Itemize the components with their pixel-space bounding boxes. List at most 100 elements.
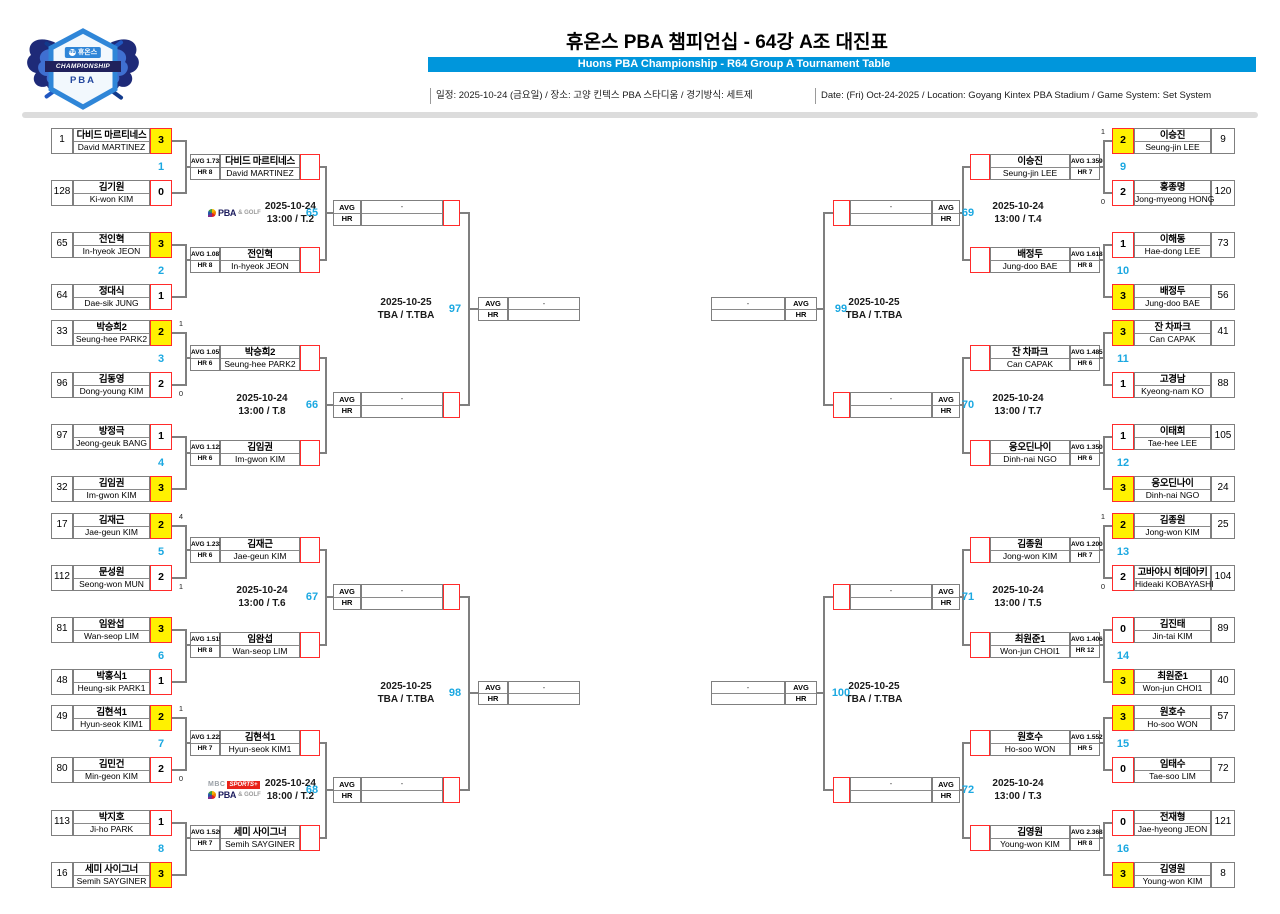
bracket-line bbox=[172, 717, 187, 719]
bracket-line bbox=[172, 769, 187, 771]
r1-seed: 48 bbox=[51, 669, 73, 695]
bracket-line bbox=[962, 167, 964, 260]
match-date: 2025-10-25 bbox=[848, 681, 900, 692]
r32-player-name-kr: 응오딘나이 bbox=[1008, 442, 1052, 453]
hr-label: HR bbox=[933, 213, 959, 225]
r32-player-name-kr: 원호수 bbox=[1017, 732, 1043, 743]
r1-player-name-kr: 김진태 bbox=[1159, 619, 1186, 630]
r1-player-name-en: Ho-soo WON bbox=[1135, 718, 1210, 730]
avg-value: - bbox=[889, 586, 893, 595]
r1-player-name-kr: 문성원 bbox=[98, 567, 125, 578]
r1-score: 0 bbox=[1112, 617, 1134, 643]
hr-label: HR bbox=[786, 309, 816, 320]
r1-player-name-kr: 고경남 bbox=[1159, 374, 1186, 385]
bracket-line bbox=[960, 212, 962, 214]
r32-avg: AVG 1.515 bbox=[191, 636, 223, 643]
match-time-table: 13:00 / T.4 bbox=[994, 214, 1042, 225]
hr-label: HR bbox=[933, 405, 959, 417]
match-number: 99 bbox=[834, 303, 848, 315]
match-number: 10 bbox=[1116, 265, 1130, 277]
hu-badge-icon: hu bbox=[68, 49, 76, 56]
bracket-line bbox=[1103, 192, 1112, 194]
r32-hr: HR 8 bbox=[191, 260, 219, 272]
match-number: 13 bbox=[1116, 546, 1130, 558]
bracket-line bbox=[327, 212, 333, 214]
hr-value bbox=[712, 309, 784, 320]
bracket-line bbox=[172, 629, 187, 631]
logo-brand-chip: hu 휴온스 bbox=[64, 47, 102, 58]
r32-player-name-kr: 박승희2 bbox=[244, 347, 276, 358]
bracket-line bbox=[460, 404, 470, 406]
bracket-line bbox=[823, 789, 833, 791]
r1-player-name-kr: 응오딘나이 bbox=[1151, 478, 1194, 489]
bracket-line bbox=[1103, 244, 1112, 246]
r1-player-name-en: Jeong-geuk BANG bbox=[74, 437, 149, 449]
r1-player-name-kr: 김종원 bbox=[1159, 515, 1186, 526]
r1-player-name-kr: 방정극 bbox=[98, 426, 125, 437]
avg-value: - bbox=[400, 394, 404, 403]
match-number: 69 bbox=[961, 207, 975, 219]
r1-seed: 89 bbox=[1211, 617, 1235, 643]
r1-player-name-en: David MARTINEZ bbox=[74, 141, 149, 153]
bracket-line bbox=[962, 550, 964, 645]
bracket-line bbox=[962, 166, 970, 168]
r32-avg: AVG 1.526 bbox=[191, 829, 223, 836]
r1-seed: 105 bbox=[1211, 424, 1235, 450]
subtitle-bar: Huons PBA Championship - R64 Group A Tou… bbox=[428, 57, 1256, 72]
hr-value bbox=[851, 405, 931, 417]
avg-label: AVG bbox=[339, 587, 355, 596]
r32-score-empty bbox=[300, 632, 320, 658]
winner-slot-value-box: - bbox=[850, 200, 932, 226]
header-divider bbox=[22, 112, 1258, 118]
r32-hr: HR 7 bbox=[1071, 550, 1099, 562]
bracket-line bbox=[1103, 874, 1112, 876]
match-number: 98 bbox=[448, 687, 462, 699]
bracket-line bbox=[470, 692, 478, 694]
match-number: 2 bbox=[157, 265, 165, 277]
avg-label: AVG bbox=[938, 780, 954, 789]
r32-hr: HR 8 bbox=[191, 167, 219, 179]
match-number: 3 bbox=[157, 353, 165, 365]
r32-hr: HR 6 bbox=[1071, 358, 1099, 370]
set-tiebreak: 0 bbox=[178, 774, 184, 783]
r1-player-name-en: Tae-hee LEE bbox=[1135, 437, 1210, 449]
r1-player-name-kr: 김기원 bbox=[98, 182, 125, 193]
r32-score-empty bbox=[970, 537, 990, 563]
logo-championship-band: CHAMPIONSHIP bbox=[45, 61, 121, 72]
bracket-line bbox=[468, 597, 470, 790]
golf-logo-text: & GOLF bbox=[238, 210, 261, 216]
winner-slot-score-empty bbox=[833, 777, 850, 803]
r32-player-name-en: Im-gwon KIM bbox=[221, 453, 299, 465]
bracket-line bbox=[470, 308, 478, 310]
r1-player-name-kr: 이해동 bbox=[1159, 234, 1186, 245]
set-tiebreak: 0 bbox=[1100, 582, 1106, 591]
bracket-line bbox=[320, 452, 327, 454]
r1-seed: 80 bbox=[51, 757, 73, 783]
bracket-line bbox=[960, 789, 962, 791]
r32-player-name-en: Won-jun CHOI1 bbox=[991, 645, 1069, 657]
winner-slot-score-empty bbox=[833, 392, 850, 418]
bracket-line bbox=[468, 213, 470, 405]
bracket-line bbox=[823, 213, 825, 405]
bracket-line bbox=[1100, 259, 1103, 261]
avg-label: AVG bbox=[938, 587, 954, 596]
match-date: 2025-10-24 bbox=[992, 585, 1044, 596]
bracket-line bbox=[1103, 488, 1112, 490]
bracket-line bbox=[187, 644, 190, 646]
r32-score-empty bbox=[300, 247, 320, 273]
hr-label: HR bbox=[334, 405, 360, 417]
r32-hr: HR 6 bbox=[191, 550, 219, 562]
r32-avg: AVG 1.359 bbox=[1071, 158, 1103, 165]
r1-score: 0 bbox=[150, 180, 172, 206]
